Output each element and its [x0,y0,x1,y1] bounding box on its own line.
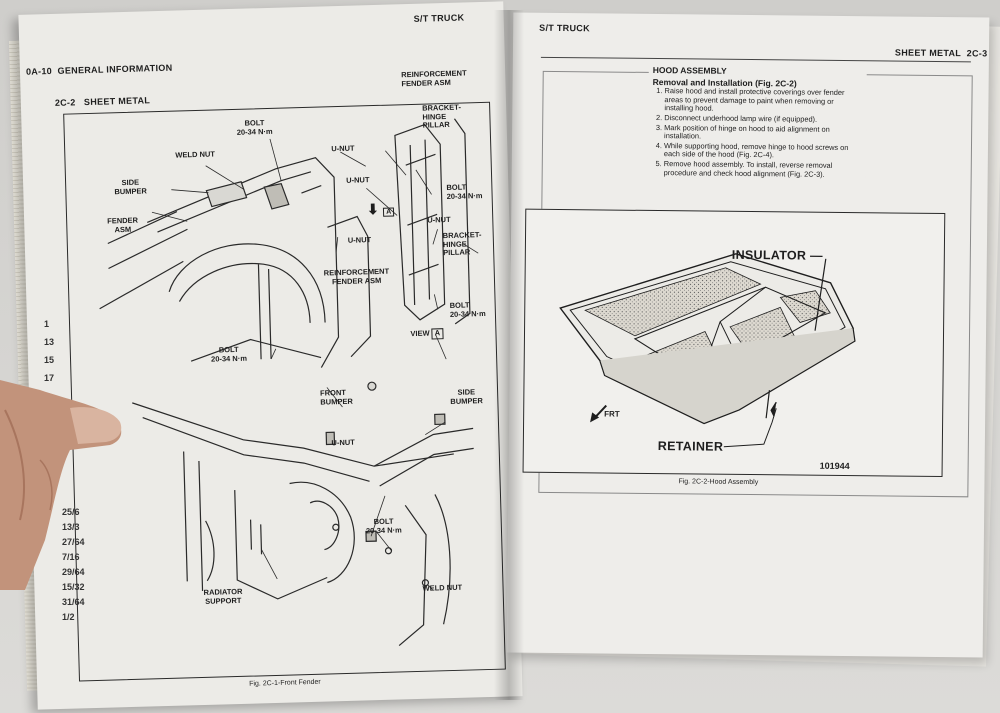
label-bolt-left: BOLT 20-34 N·m [210,344,248,364]
step-4: While supporting hood, remove hinge to h… [664,141,862,161]
label-u-nut-3: U-NUT [427,214,451,225]
label-weld-nut-lower: WELD NUT [422,582,463,593]
back-page-header: 0A-10 GENERAL INFORMATION [26,63,173,77]
back-page-title: GENERAL INFORMATION [57,62,173,76]
hood-assembly-text: HOOD ASSEMBLY Removal and Installation (… [647,63,867,183]
figure-frame-hood-assembly: INSULATOR — RETAINER FRT 101944 [522,208,946,478]
margin-number: 15/32 [62,582,85,592]
right-page: S/T TRUCK SHEET METAL 2C-3 HOOD ASSEMBLY… [506,12,990,658]
label-bolt-top: BOLT 20-34 N·m [236,118,273,137]
label-bracket-hinge-pillar-bottom: BRACKET- HINGE PILLAR [442,230,482,258]
hand-illustration [0,380,122,590]
margin-number: 13/3 [62,522,80,532]
left-section-title: SHEET METAL [83,95,151,108]
figure-frame-front-fender: BOLT 20-34 N·m WELD NUT SIDE BUMPER FEND… [63,68,506,682]
margin-number: 15 [44,355,55,365]
margin-number: 25/6 [62,507,80,517]
figure-number: 101944 [819,460,850,472]
label-weld-nut-top: WELD NUT [175,149,216,160]
label-view-a: VIEW A [410,328,444,339]
book-gutter [494,10,524,700]
label-reinforcement-bottom: REINFORCEMENT FENDER ASM [323,266,390,286]
underlying-page-fraction-column: 25/6 13/3 27/64 7/16 29/64 15/32 31/64 1… [62,505,85,625]
label-radiator-support: RADIATOR SUPPORT [203,586,243,606]
margin-number: 13 [44,337,55,347]
insulator-leader-dash: — [810,248,823,263]
back-page-number: 0A-10 [25,65,53,77]
right-section-number: 2C-3 [966,48,988,59]
hand-thumb [0,380,130,590]
margin-number: 7/16 [62,552,80,562]
label-reinforcement-top: REINFORCEMENT FENDER ASM [401,68,467,88]
view-a-box: A [431,328,444,339]
label-bracket-hinge-pillar-top: BRACKET- HINGE PILLAR [422,102,462,130]
margin-number: 1/2 [62,612,75,622]
label-u-nut-lower: U-NUT [331,437,355,448]
label-bolt-mid: BOLT 20-34 N·m [446,182,483,201]
label-insulator: INSULATOR — [732,248,823,263]
right-figure-caption: Fig. 2C-2-Hood Assembly [678,478,759,487]
label-side-bumper-bottom: SIDE BUMPER [450,387,483,406]
label-bolt-right: BOLT 20-34 N·m [449,300,486,319]
right-section-header: SHEET METAL 2C-3 [895,48,988,59]
step-3: Mark position of hinge on hood to aid al… [664,123,862,143]
margin-number: 27/64 [62,537,85,547]
label-u-nut-1: U-NUT [331,143,355,154]
margin-number: 1 [44,319,50,329]
step-5: Remove hood assembly. To install, revers… [664,159,862,179]
label-view-text: VIEW [410,328,430,339]
left-page: 0A-10 GENERAL INFORMATION S/T TRUCK 2C-2… [18,1,523,710]
heading-hood-assembly: HOOD ASSEMBLY [652,64,727,76]
insulator-text: INSULATOR [731,247,807,263]
view-a-tag: A [383,207,395,217]
view-a-arrow: ⬇ A [367,200,395,219]
right-top-header: S/T TRUCK [539,22,590,34]
margin-number: 31/64 [62,597,85,607]
margin-number: 29/64 [62,567,85,577]
step-1: Raise hood and install protective coveri… [664,86,862,115]
left-top-header: S/T TRUCK [413,12,465,24]
steps-list: Raise hood and install protective coveri… [652,86,863,179]
left-section-number: 2C-2 [54,97,76,108]
label-bolt-lower: BOLT 20-34 N·m [365,516,402,535]
label-front-bumper: FRONT BUMPER [319,387,353,407]
left-section-header: 2C-2 SHEET METAL [55,95,151,108]
left-figure-caption: Fig. 2C-1-Front Fender [249,678,321,688]
label-u-nut-2: U-NUT [346,175,370,185]
hood-assembly-illustration [559,253,856,448]
front-fender-illustration [99,118,479,646]
label-retainer: RETAINER [658,439,724,454]
label-frt: FRT [604,409,620,419]
label-fender-asm: FENDER ASM [107,215,139,234]
retainer-text: RETAINER [657,439,724,454]
margin-number: 17 [44,373,55,383]
label-side-bumper-top: SIDE BUMPER [114,177,147,196]
label-u-nut-4: U-NUT [347,235,372,245]
right-section-title: SHEET METAL [894,47,962,59]
